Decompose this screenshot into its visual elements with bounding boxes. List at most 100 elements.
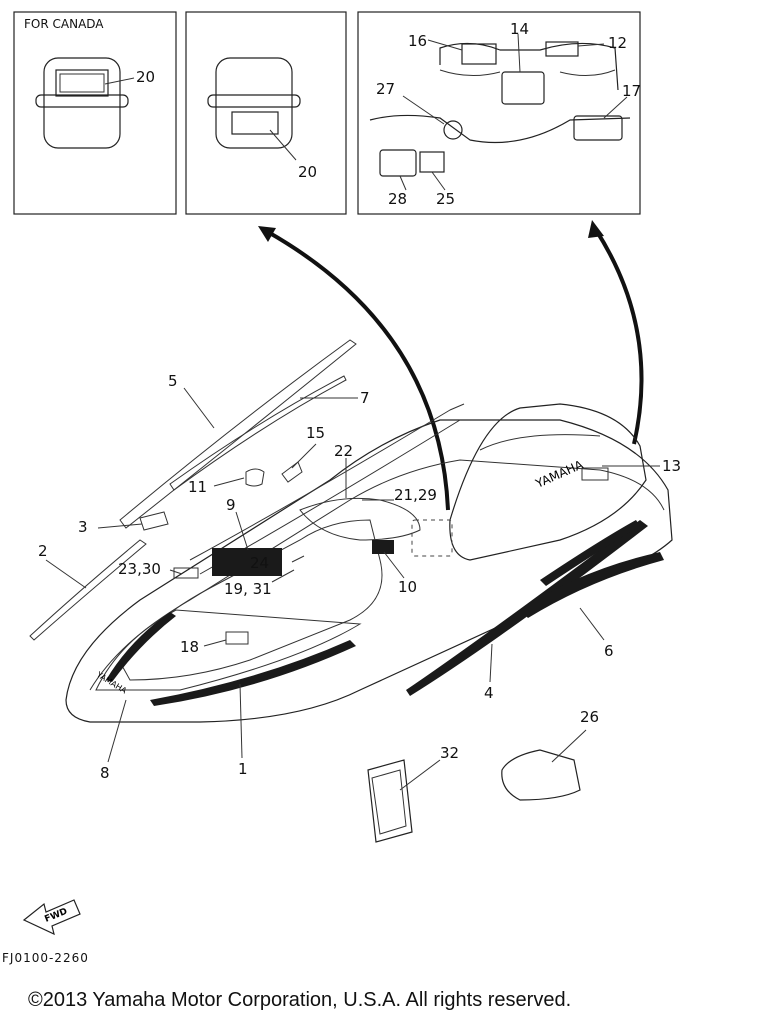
decal-12-outline [545, 41, 579, 57]
callout-numbers: 5 7 15 22 13 11 9 21,29 3 2 23,30 24 19,… [38, 372, 681, 782]
bow-stripe [95, 609, 362, 691]
leader-line [431, 171, 446, 191]
decal-18 [225, 631, 249, 645]
dashboard-area [411, 519, 453, 557]
decal-5 [119, 339, 357, 529]
leader-line [239, 683, 243, 759]
leader-line [291, 555, 305, 563]
decal-20-outline [231, 111, 279, 135]
leader-line [399, 175, 407, 191]
leader-line [203, 639, 227, 647]
callout-9: 9 [226, 496, 236, 514]
arrowhead-icon [258, 226, 276, 242]
bow-stripe-dark [106, 612, 176, 682]
inset-canada: FOR CANADA 20 [13, 11, 177, 215]
callout-8: 8 [100, 764, 110, 782]
fwd-arrow-icon [22, 899, 81, 936]
callout-7: 7 [360, 389, 370, 407]
strap-outline [207, 94, 301, 108]
leader-line [235, 511, 249, 551]
decal-28-outline [379, 149, 417, 177]
brand-text-seat: YAMAHA [533, 457, 586, 491]
part-26-cover [501, 749, 581, 801]
console-outline [369, 114, 631, 144]
decal-10 [372, 540, 394, 554]
part-32-inner [371, 769, 407, 835]
decal-25-outline [419, 151, 445, 173]
callout-22: 22 [334, 442, 353, 460]
callout-32: 32 [440, 744, 459, 762]
separate-parts [367, 749, 581, 843]
callout-26: 26 [580, 708, 599, 726]
leader-line [213, 477, 245, 487]
seat-seam [479, 434, 601, 451]
strap-outline [35, 94, 129, 108]
callout-3: 3 [78, 518, 88, 536]
arrowhead-icon [588, 220, 604, 238]
bow-stripe-dark [150, 640, 356, 706]
arrow-to-middle-inset [267, 230, 450, 511]
loose-decals [29, 339, 357, 641]
leader-line [579, 607, 605, 641]
decal-27-outline [443, 120, 463, 140]
callout-14: 14 [510, 20, 529, 38]
leader-line [551, 729, 587, 763]
callout-4: 4 [484, 684, 494, 702]
callout-10: 10 [398, 578, 417, 596]
decal-13 [581, 467, 609, 481]
seat-outline [449, 403, 647, 561]
console-outline [439, 69, 616, 76]
figure-code: FJ0100-2260 [2, 951, 89, 965]
leader-line [489, 643, 493, 683]
inset-frame [185, 11, 347, 215]
callout-20-middle: 20 [298, 163, 317, 181]
leader-line [383, 551, 405, 579]
callout-23-30: 23,30 [118, 560, 161, 578]
decal-3 [139, 511, 169, 531]
callout-18: 18 [180, 638, 199, 656]
leader-line [603, 96, 628, 119]
console-outline [439, 42, 619, 91]
leader-line [402, 95, 445, 125]
callout-2: 2 [38, 542, 48, 560]
decal-17-outline [573, 115, 623, 141]
fwd-text: FWD [43, 907, 69, 925]
decal-20-inner [59, 73, 105, 93]
callout-1: 1 [238, 760, 248, 778]
callout-12: 12 [608, 34, 627, 52]
forward-direction-indicator: FWD [22, 899, 81, 936]
leader-line [577, 43, 605, 47]
rail-line [189, 403, 465, 561]
decal-11 [245, 468, 265, 487]
callout-28: 28 [388, 190, 407, 208]
callout-17: 17 [622, 82, 641, 100]
callout-21-29: 21,29 [394, 486, 437, 504]
callout-16: 16 [408, 32, 427, 50]
leader-line [169, 569, 183, 575]
leader-line [269, 129, 297, 161]
side-stripe-6 [520, 552, 664, 618]
leader-line [183, 387, 215, 429]
callout-25: 25 [436, 190, 455, 208]
decal-9 [212, 548, 282, 576]
inset-frame [13, 11, 177, 215]
callout-15: 15 [306, 424, 325, 442]
callout-6: 6 [604, 642, 614, 660]
leader-line [104, 77, 135, 85]
leader-line [291, 443, 317, 469]
leader-line [399, 759, 441, 791]
decal-2 [29, 539, 147, 641]
steering-console [299, 497, 421, 541]
inset-title: FOR CANADA [24, 17, 104, 31]
callout-19-31: 19, 31 [224, 580, 272, 598]
callout-24: 24 [250, 554, 269, 572]
hull-outline [65, 419, 673, 723]
watercraft-hull: YAMAHA YAMAHA [65, 403, 673, 723]
callout-leaders [45, 387, 660, 791]
inset-frame [357, 11, 641, 215]
callout-20-canada: 20 [136, 68, 155, 86]
decal-16-outline [461, 43, 497, 65]
copyright-notice: ©2013 Yamaha Motor Corporation, U.S.A. A… [28, 989, 571, 1011]
leader-line [97, 523, 143, 529]
